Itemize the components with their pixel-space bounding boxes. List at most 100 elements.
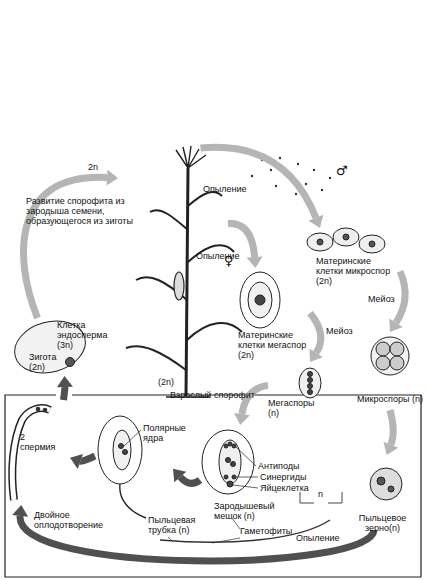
- plant-leaf: [126, 346, 186, 370]
- stage-label: Синергиды: [260, 472, 320, 482]
- ovule: [299, 368, 321, 398]
- megaspore: [308, 372, 313, 377]
- arrow-head: [389, 318, 402, 332]
- pollen-dot: [297, 163, 299, 165]
- pollen-tube: [120, 484, 146, 518]
- stage-label: Взрослый спорофит: [170, 390, 262, 400]
- stage-label: Яйцеклетка: [260, 483, 320, 493]
- gametophyte-frame: [5, 395, 421, 577]
- stage-node: Микроспоры (n): [355, 332, 425, 410]
- megaspore: [308, 390, 313, 395]
- cycle-arrow: [70, 454, 95, 469]
- stage-node: Материнские клетки мегаспор (2n): [232, 268, 310, 358]
- pollen-dot: [270, 169, 272, 171]
- sex-symbol: ♂: [336, 164, 356, 178]
- pollen-tube: [12, 408, 50, 500]
- polar-nucleus: [119, 444, 124, 449]
- ovule: [202, 430, 254, 494]
- arrow-shaft: [201, 147, 316, 218]
- arrow-head: [57, 376, 73, 387]
- sperm: [43, 408, 48, 413]
- stage-label: Материнские клетки мегаспор (2n): [238, 330, 312, 360]
- stage-label: Антиподы: [258, 461, 318, 471]
- cycle-arrow: [309, 313, 322, 362]
- note-label: Двойное оплодотворение: [34, 510, 112, 530]
- note-label: n: [318, 489, 328, 499]
- stage-label: Клетка эндосперма (3n): [57, 320, 112, 350]
- polar-nucleus: [123, 450, 128, 455]
- stage-label: Материнские клетки микроспор (2n): [316, 256, 398, 286]
- nucleus: [388, 486, 394, 492]
- cycle-arrow: [201, 147, 324, 228]
- cell: [307, 233, 333, 251]
- arrow-head: [173, 469, 186, 483]
- antipode: [228, 442, 232, 446]
- plant-leaf: [150, 210, 188, 230]
- pollen-dot: [279, 157, 281, 159]
- pollen-dot: [295, 193, 297, 195]
- leader-line: [124, 430, 141, 446]
- arrow-head: [383, 442, 398, 455]
- microspore-tetrad: [371, 337, 409, 375]
- ovule: [240, 272, 280, 328]
- ovule: [98, 416, 142, 484]
- cycle-arrow: [173, 469, 200, 484]
- arrow-head: [247, 256, 263, 268]
- arrow-label: Опыление: [296, 533, 346, 543]
- cell: [359, 235, 385, 253]
- synergid: [232, 475, 236, 479]
- arrow-shaft: [390, 410, 393, 445]
- cell: [255, 295, 265, 305]
- zygote: [66, 358, 75, 367]
- arrow-head: [309, 348, 322, 362]
- cell: [376, 342, 390, 356]
- arrow-label: Мейоз: [368, 294, 402, 304]
- stage-label: Зародышевый мешок (n): [214, 501, 276, 521]
- microspore-mother-cells: [307, 228, 385, 253]
- cell: [371, 337, 409, 375]
- arrow-shaft: [396, 271, 405, 322]
- arrow-label: Развитие спорофита из зародыша семени, о…: [26, 196, 151, 226]
- polar-nuclei-ovule: [98, 416, 146, 518]
- embryo-sac: [113, 430, 131, 470]
- plant-leaf: [188, 192, 222, 206]
- pollen-dot: [275, 185, 277, 187]
- note-label: Гаметофиты: [240, 526, 300, 536]
- arrow-head: [234, 413, 250, 425]
- polar-nucleus: [226, 458, 231, 463]
- stage-node: Материнские клетки микроспор (2n): [300, 228, 400, 290]
- pollen-tube: [12, 408, 50, 500]
- nucleus: [343, 234, 349, 240]
- arrow-label: Опыление: [203, 184, 253, 194]
- nucleus: [317, 239, 323, 245]
- polar-nucleus: [231, 462, 236, 467]
- nucleus: [377, 477, 385, 485]
- arrow-shaft: [180, 477, 200, 483]
- megaspore: [308, 378, 313, 383]
- stage-node: Пыльцевое зерно(n): [340, 455, 425, 530]
- cell: [390, 356, 404, 370]
- cycle-arrow: [383, 410, 398, 455]
- megaspore-ovule: [299, 368, 321, 398]
- megaspore-mother-ovule: [240, 272, 280, 328]
- pollen-dot: [313, 169, 315, 171]
- stage-node: Клетка эндосперма (3n)Зигота (2n): [15, 318, 105, 376]
- stage-label: Зигота (2n): [29, 352, 65, 372]
- megaspore: [308, 384, 313, 389]
- arrow-label: Опыление: [196, 251, 246, 261]
- cell: [376, 356, 390, 370]
- note-label: Пыльцевая трубка (n): [148, 515, 208, 535]
- stage-label: (2n): [158, 377, 198, 387]
- arrow-shaft: [80, 456, 95, 461]
- embryo-sac-ovule: [202, 430, 258, 494]
- arrow-head: [107, 170, 118, 186]
- nucleus: [369, 241, 375, 247]
- plant-stalk: [186, 168, 188, 396]
- stage-node: Мегаспоры (n): [268, 362, 328, 420]
- synergid: [224, 475, 228, 479]
- leader-line: [233, 446, 258, 488]
- antipode: [224, 444, 228, 448]
- pollen-dot: [329, 177, 331, 179]
